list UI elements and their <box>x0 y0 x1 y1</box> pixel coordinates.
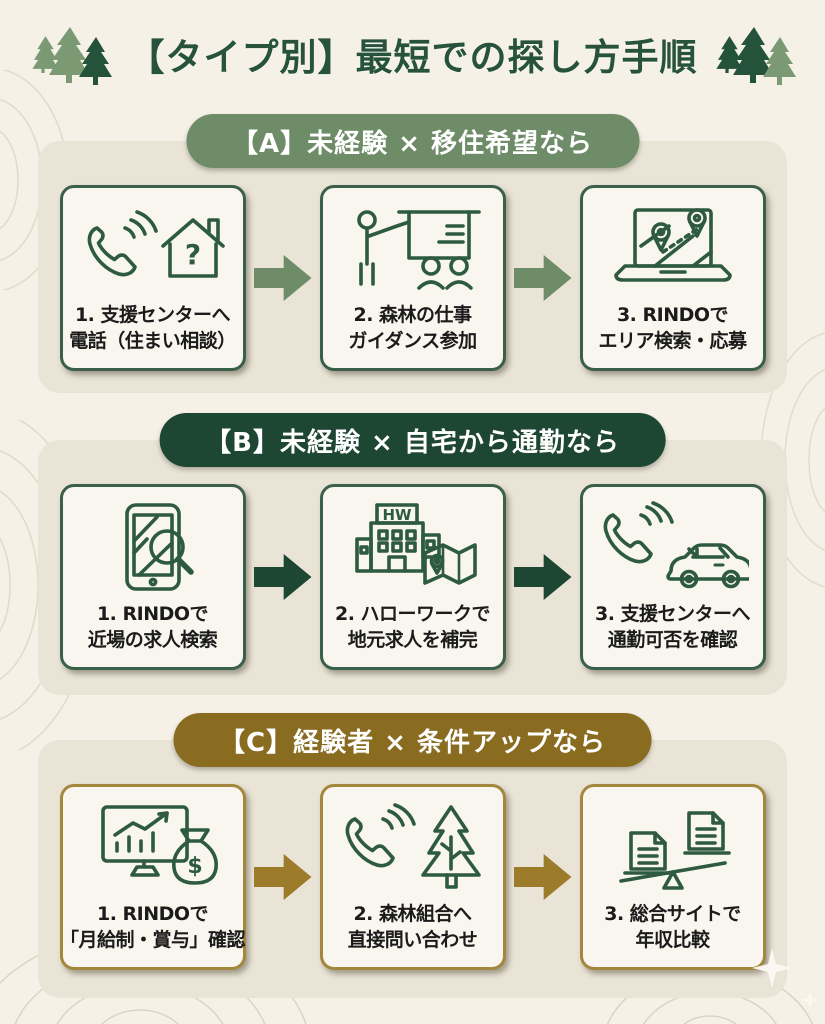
section-b-steps-row: 1. RINDOで 近場の求人検索 HW <box>38 484 787 670</box>
step-caption: 2. 森林の仕事 ガイダンス参加 <box>348 304 477 353</box>
section-a-header-label: 【A】未経験 × 移住希望なら <box>231 128 594 159</box>
monitor-chart-moneybag-icon: $ <box>77 797 229 897</box>
step-caption: 3. 総合サイトで 年収比較 <box>604 903 741 952</box>
phone-house-question-icon: ? <box>77 198 229 298</box>
laptop-map-pins-icon <box>597 198 749 298</box>
svg-text:$: $ <box>187 854 202 879</box>
arrow-right-icon <box>253 255 312 301</box>
arrow-right-icon <box>513 255 572 301</box>
smartphone-map-search-icon <box>77 497 229 597</box>
section-b: 【B】未経験 × 自宅から通勤なら 1. RINDOで 近場の求人検索 <box>38 413 787 695</box>
step-caption: 2. 森林組合へ 直接問い合わせ <box>347 903 478 952</box>
step-caption: 2. ハローワークで 地元求人を補完 <box>334 603 491 652</box>
hw-building-map-icon: HW <box>337 497 489 597</box>
page-title: 【タイプ別】最短での探し方手順 <box>127 36 698 79</box>
step-caption: 3. RINDOで エリア検索・応募 <box>598 304 747 353</box>
arrow-right-icon <box>253 854 312 900</box>
documents-balance-icon <box>597 797 749 897</box>
arrow-right-icon <box>253 554 312 600</box>
step-caption: 1. RINDOで 近場の求人検索 <box>87 603 218 652</box>
section-c-steps-row: $ 1. RINDOで 「月給制・賞与」確認 <box>38 784 787 970</box>
phone-pine-tree-icon <box>337 797 489 897</box>
section-c-header-label: 【C】経験者 × 条件アップなら <box>219 727 606 758</box>
section-a-header: 【A】未経験 × 移住希望なら <box>185 114 640 168</box>
arrow-right-icon <box>513 554 572 600</box>
step-caption: 1. RINDOで 「月給制・賞与」確認 <box>60 903 246 952</box>
phone-car-icon <box>597 497 749 597</box>
guidance-presentation-icon <box>337 198 489 298</box>
svg-text:HW: HW <box>382 506 412 524</box>
svg-text:?: ? <box>184 238 200 271</box>
section-c-header: 【C】経験者 × 条件アップなら <box>173 713 652 767</box>
step-card-b2: HW 2. ハローワークで 地元求人を補完 <box>319 484 506 670</box>
section-a: 【A】未経験 × 移住希望なら ? 1. <box>38 114 787 393</box>
trees-left-icon <box>31 27 112 85</box>
step-card-c3: 3. 総合サイトで 年収比較 <box>579 784 766 970</box>
step-caption: 1. 支援センターへ 電話（住まい相談） <box>69 304 236 353</box>
step-card-c2: 2. 森林組合へ 直接問い合わせ <box>319 784 506 970</box>
step-caption: 3. 支援センターへ 通勤可否を確認 <box>594 603 751 652</box>
section-c: 【C】経験者 × 条件アップなら $ 1 <box>38 713 787 998</box>
step-card-b1: 1. RINDOで 近場の求人検索 <box>59 484 246 670</box>
step-card-a1: ? 1. 支援センターへ 電話（住まい相談） <box>59 185 246 371</box>
step-card-c1: $ 1. RINDOで 「月給制・賞与」確認 <box>59 784 246 970</box>
step-card-a3: 3. RINDOで エリア検索・応募 <box>579 185 766 371</box>
sparkle-icon <box>800 990 820 1010</box>
trees-right-icon <box>715 27 796 85</box>
section-b-header-label: 【B】未経験 × 自宅から通勤なら <box>205 427 620 458</box>
section-a-steps-row: ? 1. 支援センターへ 電話（住まい相談） <box>38 185 787 371</box>
step-card-b3: 3. 支援センターへ 通勤可否を確認 <box>579 484 766 670</box>
step-card-a2: 2. 森林の仕事 ガイダンス参加 <box>319 185 506 371</box>
section-b-header: 【B】未経験 × 自宅から通勤なら <box>159 413 666 467</box>
page-header: 【タイプ別】最短での探し方手順 <box>0 18 825 90</box>
arrow-right-icon <box>513 854 572 900</box>
